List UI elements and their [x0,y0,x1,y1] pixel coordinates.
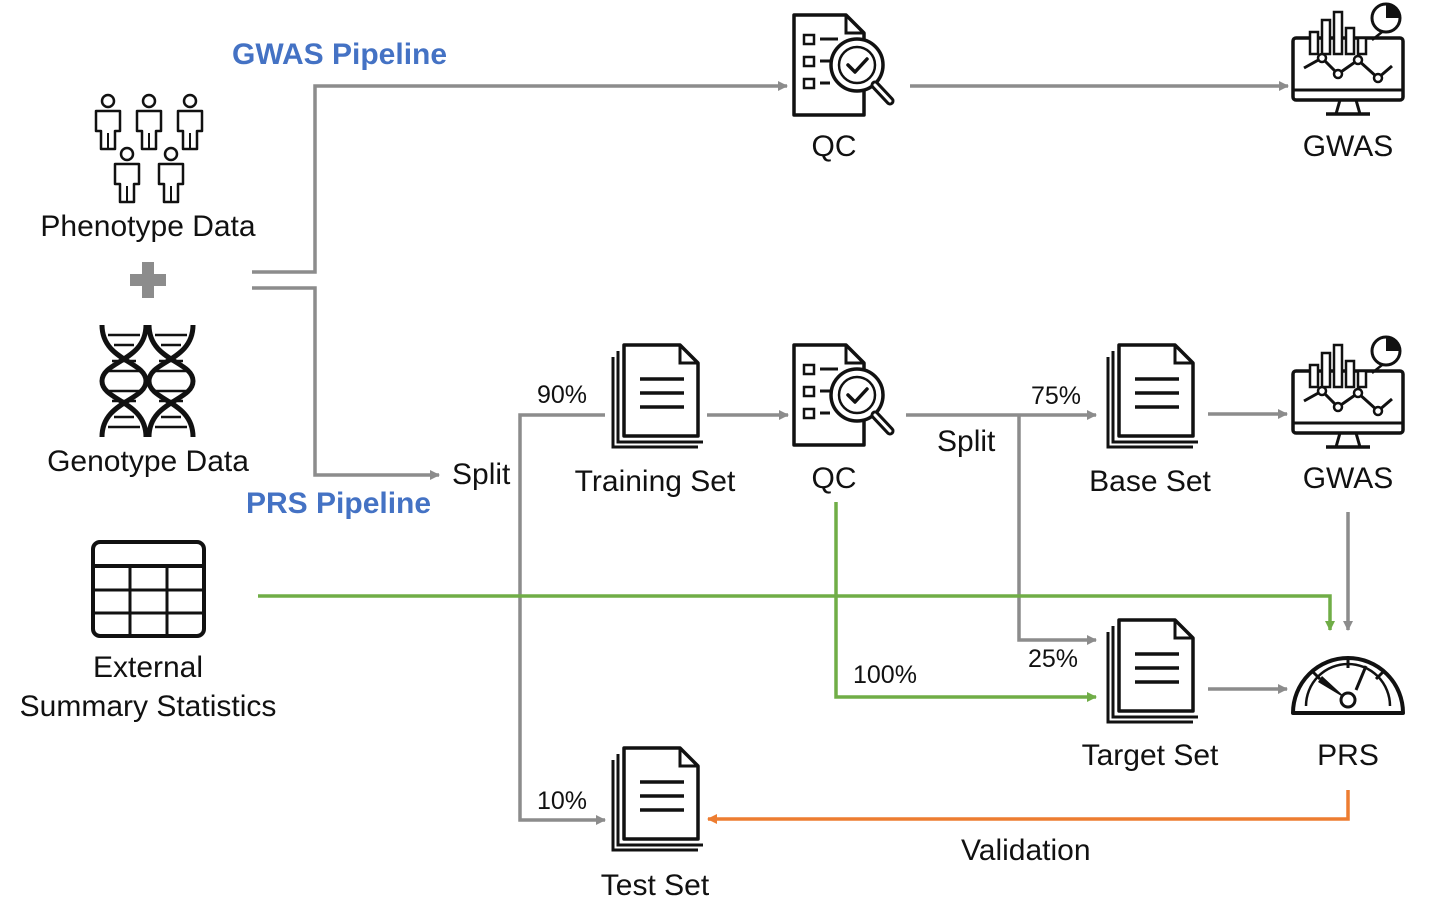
prs-pipeline-title: PRS Pipeline [246,487,432,520]
phenotype-label: Phenotype Data [40,210,256,243]
external-label-line2: Summary Statistics [19,690,277,723]
people-icon [94,93,204,204]
target-set-icon [1106,618,1200,724]
training-set-icon [611,343,705,449]
split-label-2: Split [937,425,996,458]
test-set-label: Test Set [600,869,710,902]
validation-label: Validation [961,834,1091,867]
gwas-label: GWAS [1302,130,1394,163]
gwas-qc-icon [794,15,890,115]
prs-qc-icon [794,345,890,445]
table-icon [91,540,206,638]
test-set-icon [611,746,705,852]
connector-input-to-split [252,286,440,480]
connector-split-to-target [1017,415,1097,645]
prs-label: PRS [1317,739,1379,772]
percent-test-label: 10% [537,787,588,815]
gauge-icon [1291,656,1405,715]
percent-base-label: 75% [1031,382,1082,410]
external-summary-label: External Summary Statistics [20,648,277,726]
percent-target-label: 25% [1028,645,1079,673]
genotype-label: Genotype Data [47,445,249,478]
plus-icon [130,262,166,298]
split-label-1: Split [452,458,511,491]
prs-gwas-monitor-icon [1291,335,1405,449]
prs-qc-label: QC [811,462,857,495]
connector-external-to-prs [258,594,1335,631]
connector-input-to-gwas-qc [252,81,788,274]
connector-qc-to-target [834,502,1097,702]
base-set-label: Base Set [1089,465,1211,498]
gwas-qc-label: QC [811,130,857,163]
prs-gwas-label: GWAS [1302,462,1394,495]
dna-icon [102,325,193,437]
connector-split-to-training [518,413,606,825]
gwas-monitor-icon [1291,2,1405,116]
percent-qc-to-target-label: 100% [853,661,917,689]
external-label-line1: External [92,651,204,684]
gwas-pipeline-title: GWAS Pipeline [232,38,448,71]
base-set-icon [1106,343,1200,449]
percent-train-label: 90% [537,381,588,409]
target-set-label: Target Set [1081,739,1219,772]
training-set-label: Training Set [574,465,736,498]
connector-validation [707,790,1350,824]
